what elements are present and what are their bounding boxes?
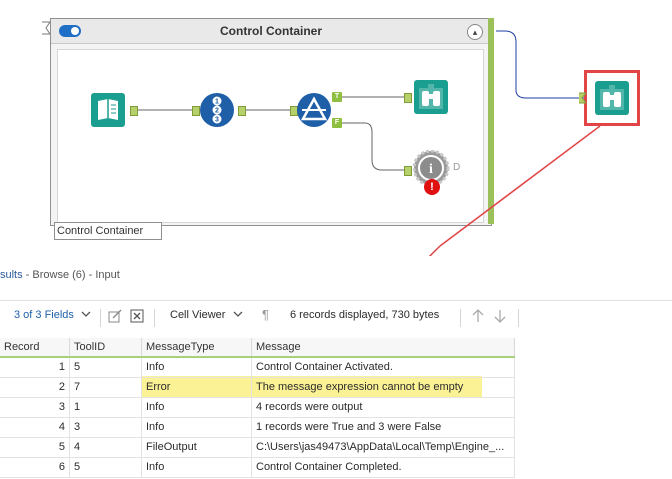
chevron-down-icon — [233, 311, 242, 317]
error-icon: ! — [424, 179, 440, 195]
serial-number: 2 — [215, 108, 219, 115]
pilcrow-icon[interactable]: ¶ — [262, 307, 269, 322]
table-row[interactable]: 3 1 Info 4 records were output — [0, 398, 515, 418]
input-data-icon[interactable] — [90, 92, 126, 128]
disabled-output-marker: D — [453, 162, 461, 173]
toolbar-separator — [460, 309, 461, 327]
false-output-badge[interactable]: F — [332, 118, 342, 128]
serial-number: 1 — [215, 99, 219, 106]
browse-icon-external[interactable] — [594, 80, 630, 116]
arrow-up-icon[interactable] — [472, 309, 484, 323]
input-anchor[interactable] — [192, 106, 200, 116]
column-header-toolid[interactable]: ToolID — [70, 338, 142, 356]
toolid-cell[interactable]: 3 — [70, 418, 142, 437]
messagetype-cell[interactable]: FileOutput — [142, 438, 252, 457]
edit-icon[interactable] — [108, 309, 122, 323]
messagetype-cell[interactable]: Info — [142, 458, 252, 477]
container-header[interactable]: Control Container ▴ — [51, 19, 491, 44]
container-body[interactable] — [57, 49, 484, 223]
messagetype-cell[interactable]: Info — [142, 398, 252, 417]
record-id-icon[interactable]: 1 2 3 — [199, 92, 235, 128]
control-container[interactable]: Control Container ▴ — [50, 18, 492, 226]
records-count: 6 records displayed, 730 bytes — [290, 309, 440, 321]
output-anchor[interactable] — [238, 106, 246, 116]
message-cell[interactable]: C:\Users\jas49473\AppData\Local\Temp\Eng… — [252, 438, 515, 457]
workflow-canvas[interactable]: Control Container ▴ Control Container — [0, 0, 672, 256]
browse-icon[interactable] — [413, 79, 449, 115]
error-row-highlight — [142, 376, 482, 398]
toolid-cell[interactable]: 1 — [70, 398, 142, 417]
record-cell[interactable]: 4 — [0, 418, 70, 437]
input-anchor[interactable] — [404, 166, 412, 176]
record-cell[interactable]: 1 — [0, 358, 70, 377]
table-row[interactable]: 2 7 Error The message expression cannot … — [0, 378, 515, 398]
chevron-down-icon — [81, 311, 91, 317]
record-cell[interactable]: 6 — [0, 458, 70, 477]
arrow-down-icon[interactable] — [494, 309, 506, 323]
message-cell[interactable]: Control Container Completed. — [252, 458, 515, 477]
error-glyph: ! — [430, 181, 434, 193]
clear-icon[interactable] — [130, 309, 144, 323]
record-cell[interactable]: 2 — [0, 378, 70, 397]
toolbar-separator — [518, 309, 519, 327]
true-output-badge[interactable]: T — [332, 92, 342, 102]
toolid-cell[interactable]: 5 — [70, 358, 142, 377]
message-cell[interactable]: 4 records were output — [252, 398, 515, 417]
table-row[interactable]: 1 5 Info Control Container Activated. — [0, 358, 515, 378]
grid-header: Record ToolID MessageType Message — [0, 338, 515, 358]
collapse-button[interactable]: ▴ — [467, 24, 483, 40]
fields-selector[interactable]: 3 of 3 Fields — [14, 309, 91, 321]
results-grid[interactable]: Record ToolID MessageType Message 1 5 In… — [0, 338, 515, 478]
external-input-marker — [579, 92, 588, 104]
results-title-bar: sults - Browse (6) - Input — [0, 264, 672, 286]
results-toolbar: 3 of 3 Fields Cell Viewer ¶ 6 records di… — [0, 300, 672, 333]
toggle-switch-icon[interactable] — [59, 25, 81, 37]
messagetype-cell[interactable]: Info — [142, 418, 252, 437]
connection-lines — [130, 30, 601, 256]
toolbar-separator — [154, 309, 155, 327]
cell-viewer-selector[interactable]: Cell Viewer — [170, 309, 243, 321]
filter-icon[interactable] — [296, 92, 332, 128]
table-row[interactable]: 5 4 FileOutput C:\Users\jas49473\AppData… — [0, 438, 515, 458]
input-anchor[interactable] — [404, 93, 412, 103]
container-input-marker — [42, 21, 51, 35]
toolid-cell[interactable]: 7 — [70, 378, 142, 397]
info-letter: i — [429, 162, 433, 177]
messagetype-cell[interactable]: Error — [142, 378, 252, 397]
message-cell[interactable]: 1 records were True and 3 were False — [252, 418, 515, 437]
output-anchor[interactable] — [130, 106, 138, 116]
toolbar-separator — [100, 309, 101, 327]
results-subtitle: - Browse (6) - Input — [22, 269, 120, 281]
column-header-record[interactable]: Record — [0, 338, 70, 356]
record-cell[interactable]: 3 — [0, 398, 70, 417]
column-header-message[interactable]: Message — [252, 338, 515, 356]
container-output-bar — [488, 18, 494, 224]
serial-number: 3 — [215, 117, 219, 124]
message-cell[interactable]: Control Container Activated. — [252, 358, 515, 377]
table-row[interactable]: 4 3 Info 1 records were True and 3 were … — [0, 418, 515, 438]
container-label: Control Container — [54, 222, 162, 240]
results-title: sults — [0, 269, 23, 281]
toolid-cell[interactable]: 4 — [70, 438, 142, 457]
fields-label: 3 of 3 Fields — [14, 309, 74, 321]
message-cell[interactable]: The message expression cannot be empty — [252, 378, 515, 397]
record-cell[interactable]: 5 — [0, 438, 70, 457]
cell-viewer-label: Cell Viewer — [170, 309, 226, 321]
column-header-messagetype[interactable]: MessageType — [142, 338, 252, 356]
table-row[interactable]: 6 5 Info Control Container Completed. — [0, 458, 515, 478]
messagetype-cell[interactable]: Info — [142, 358, 252, 377]
toolid-cell[interactable]: 5 — [70, 458, 142, 477]
container-title: Control Container — [220, 24, 322, 38]
